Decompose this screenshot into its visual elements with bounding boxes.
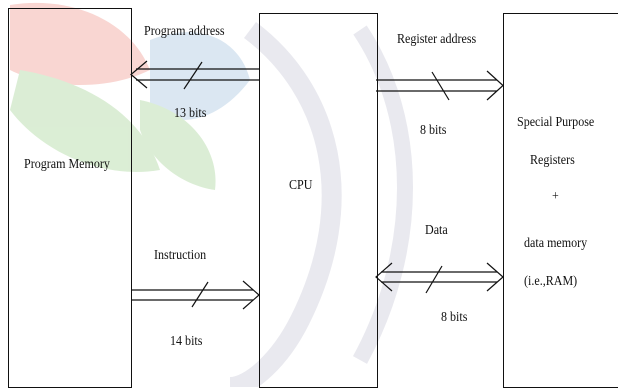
data-width: 8 bits — [441, 310, 467, 326]
data-label: Data — [425, 223, 448, 239]
register-address-label: Register address — [397, 32, 476, 48]
program-memory-label: Program Memory — [24, 157, 110, 173]
data-bus — [376, 263, 503, 293]
special-purpose-line5: (i.e.,RAM) — [524, 274, 577, 290]
instruction-label: Instruction — [154, 248, 206, 264]
instruction-width: 14 bits — [170, 334, 202, 350]
special-purpose-line3: + — [552, 189, 559, 205]
program-address-label: Program address — [144, 24, 225, 40]
register-address-width: 8 bits — [420, 123, 446, 139]
special-purpose-line2: Registers — [530, 153, 575, 169]
instruction-bus — [131, 281, 259, 309]
program-address-bus — [131, 61, 259, 89]
special-purpose-line4: data memory — [524, 236, 587, 252]
cpu-label: CPU — [289, 178, 312, 194]
register-address-bus — [376, 71, 503, 100]
special-purpose-line1: Special Purpose — [517, 115, 594, 131]
program-address-width: 13 bits — [174, 106, 206, 122]
